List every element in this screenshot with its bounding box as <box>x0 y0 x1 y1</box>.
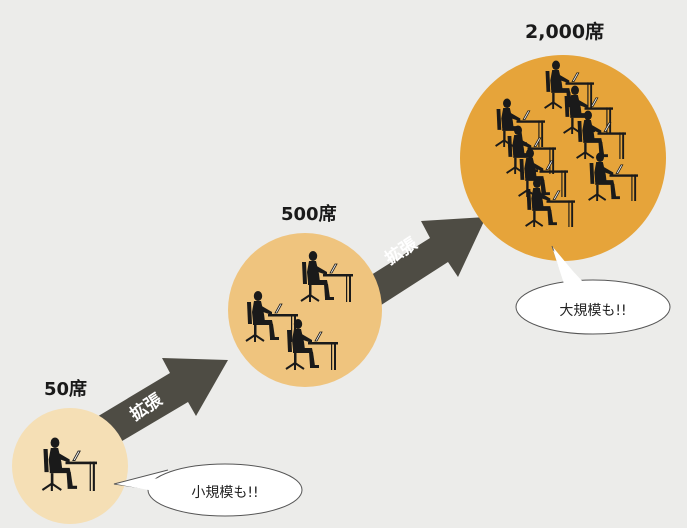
small-stage-circle <box>12 408 128 524</box>
speech-bubble-large <box>515 245 671 335</box>
medium-stage-circle <box>228 233 382 387</box>
expand-arrow-1 <box>95 358 228 447</box>
seats-label-50: 50席 <box>44 379 88 400</box>
speech-text-large: 大規模も!! <box>559 303 627 319</box>
large-stage-circle <box>460 55 666 261</box>
seats-label-2000: 2,000席 <box>525 21 605 43</box>
expand-arrow-2 <box>360 217 486 307</box>
speech-text-small: 小規模も!! <box>191 485 259 501</box>
seats-label-500: 500席 <box>281 204 337 225</box>
speech-bubble-small <box>113 463 303 517</box>
